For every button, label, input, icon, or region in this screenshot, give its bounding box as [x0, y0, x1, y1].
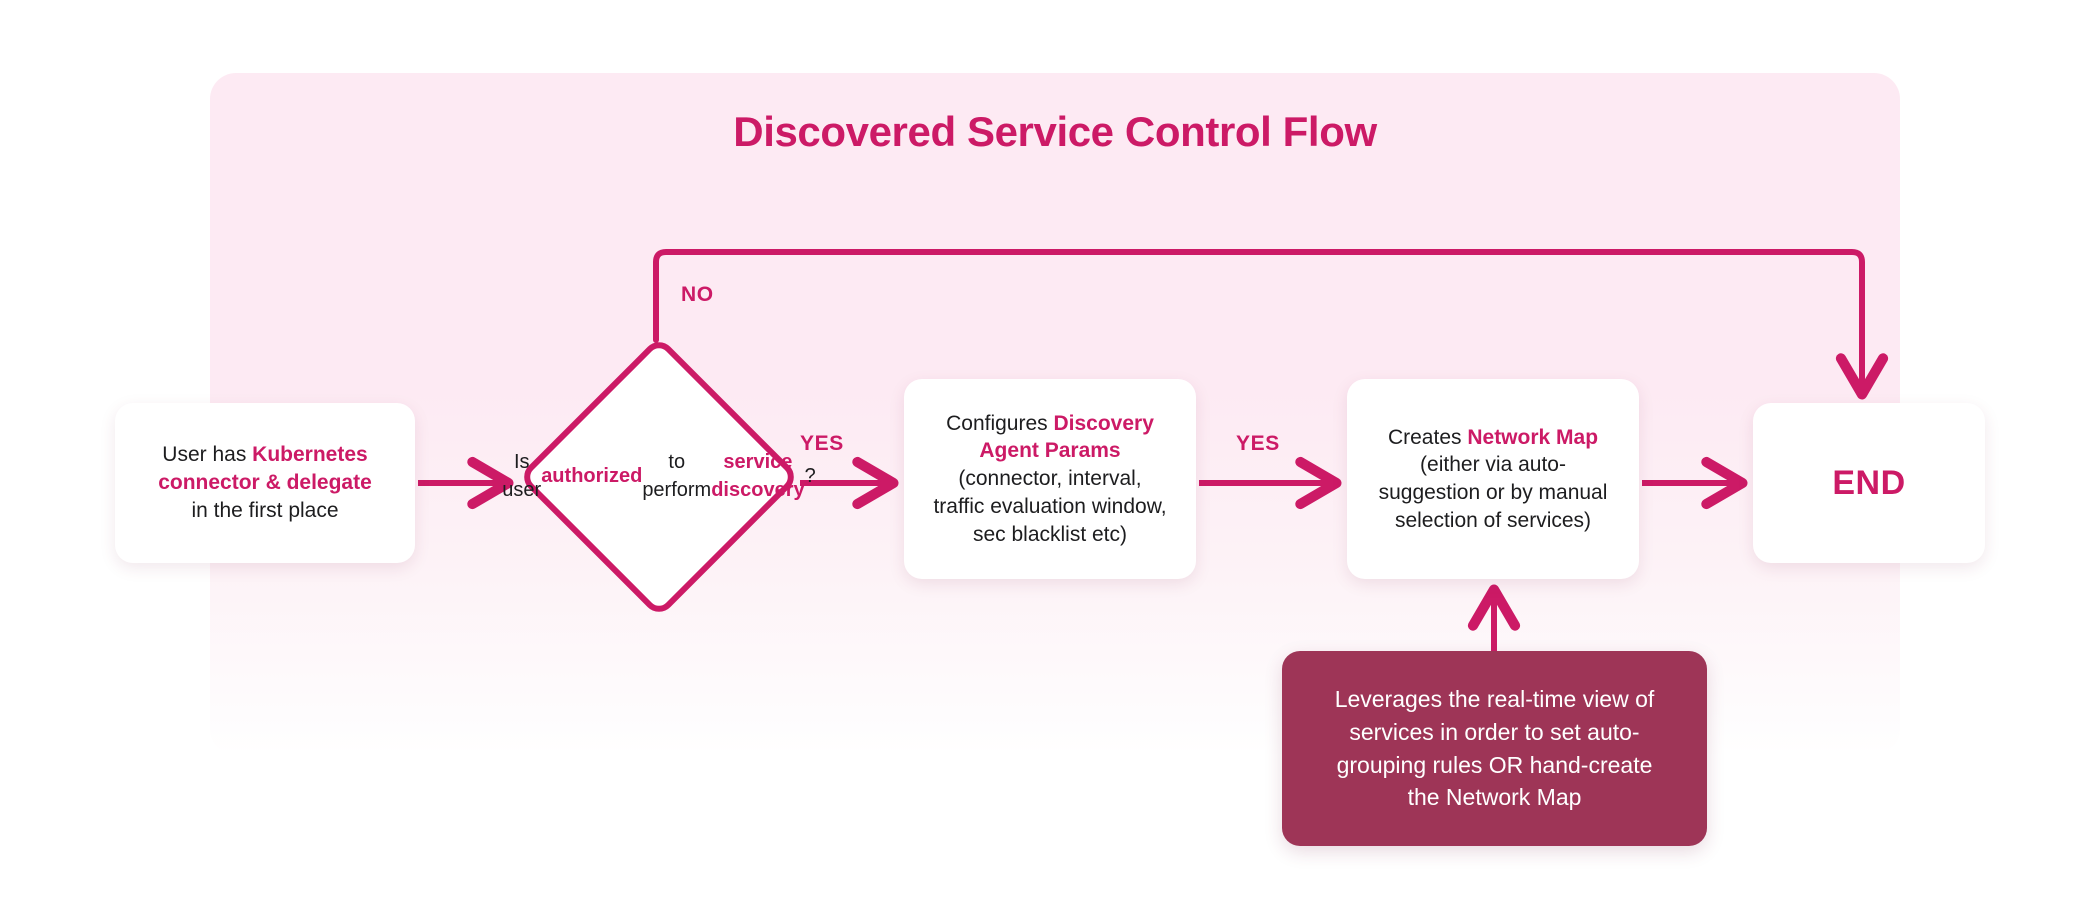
edge-label-yes-params-to-netmap: YES — [1236, 432, 1280, 455]
page-title: Discovered Service Control Flow — [733, 108, 1377, 155]
edge-label-no: NO — [681, 283, 714, 306]
node-end-label: END — [1832, 463, 1906, 502]
node-creates-network-map[interactable]: Creates Network Map(either via auto-sugg… — [1347, 379, 1639, 579]
edge-label-yes-decision-to-params: YES — [800, 432, 844, 455]
node-end-terminator[interactable]: END — [1753, 403, 1985, 563]
node-netmap-label: Creates Network Map(either via auto-sugg… — [1378, 425, 1608, 532]
